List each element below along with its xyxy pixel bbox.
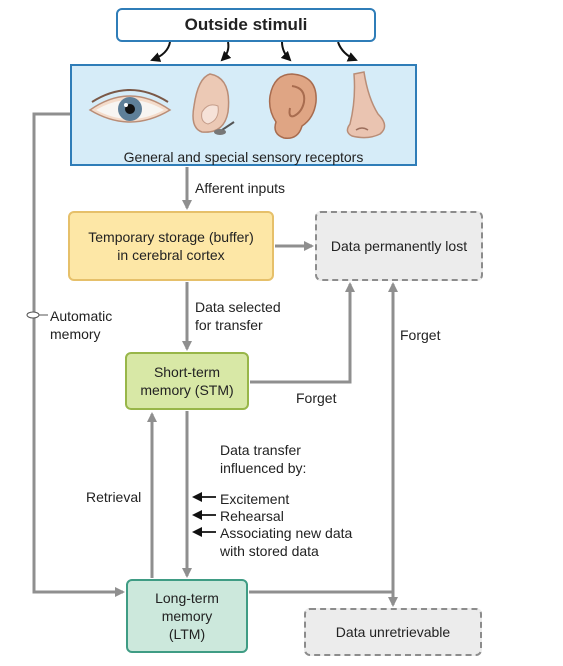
factor-rehearsal: Rehearsal (220, 508, 284, 524)
outside-stimuli-box: Outside stimuli (116, 8, 376, 42)
temporary-storage-label: Temporary storage (buffer) in cerebral c… (88, 229, 254, 263)
fingertip-icon (192, 73, 235, 135)
temporary-storage-box: Temporary storage (buffer) in cerebral c… (68, 211, 274, 281)
nose-icon (346, 71, 386, 139)
stm-forget-label: Forget (296, 390, 337, 406)
data-permanently-lost-box: Data permanently lost (315, 211, 483, 281)
ltm-label: Long-term memory (LTM) (155, 590, 219, 642)
stm-forget-arrow (250, 282, 355, 384)
automatic-memory-marker (26, 311, 40, 319)
stimuli-arrows (150, 41, 358, 62)
ear-icon (268, 73, 317, 139)
sensory-receptors-box (70, 64, 417, 166)
eye-icon (88, 89, 172, 123)
afferent-inputs-label: Afferent inputs (195, 180, 286, 196)
data-selected-label: Data selected for transfer (195, 299, 281, 333)
stm-label: Short-term memory (STM) (140, 364, 234, 398)
retrieval-label: Retrieval (86, 489, 142, 505)
transfer-heading: Data transfer influenced by: (220, 442, 307, 476)
ltm-forget-label: Forget (400, 327, 441, 343)
automatic-memory-label: Automatic memory (50, 308, 113, 342)
data-unretrievable-box: Data unretrievable (304, 608, 482, 656)
long-term-memory-box: Long-term memory (LTM) (126, 579, 248, 653)
short-term-memory-box: Short-term memory (STM) (125, 352, 249, 410)
factor-associating: Associating new data with stored data (220, 525, 353, 559)
receptors-label: General and special sensory receptors (123, 149, 364, 165)
factor-excitement: Excitement (220, 491, 290, 507)
automatic-memory-arrow (32, 112, 125, 597)
